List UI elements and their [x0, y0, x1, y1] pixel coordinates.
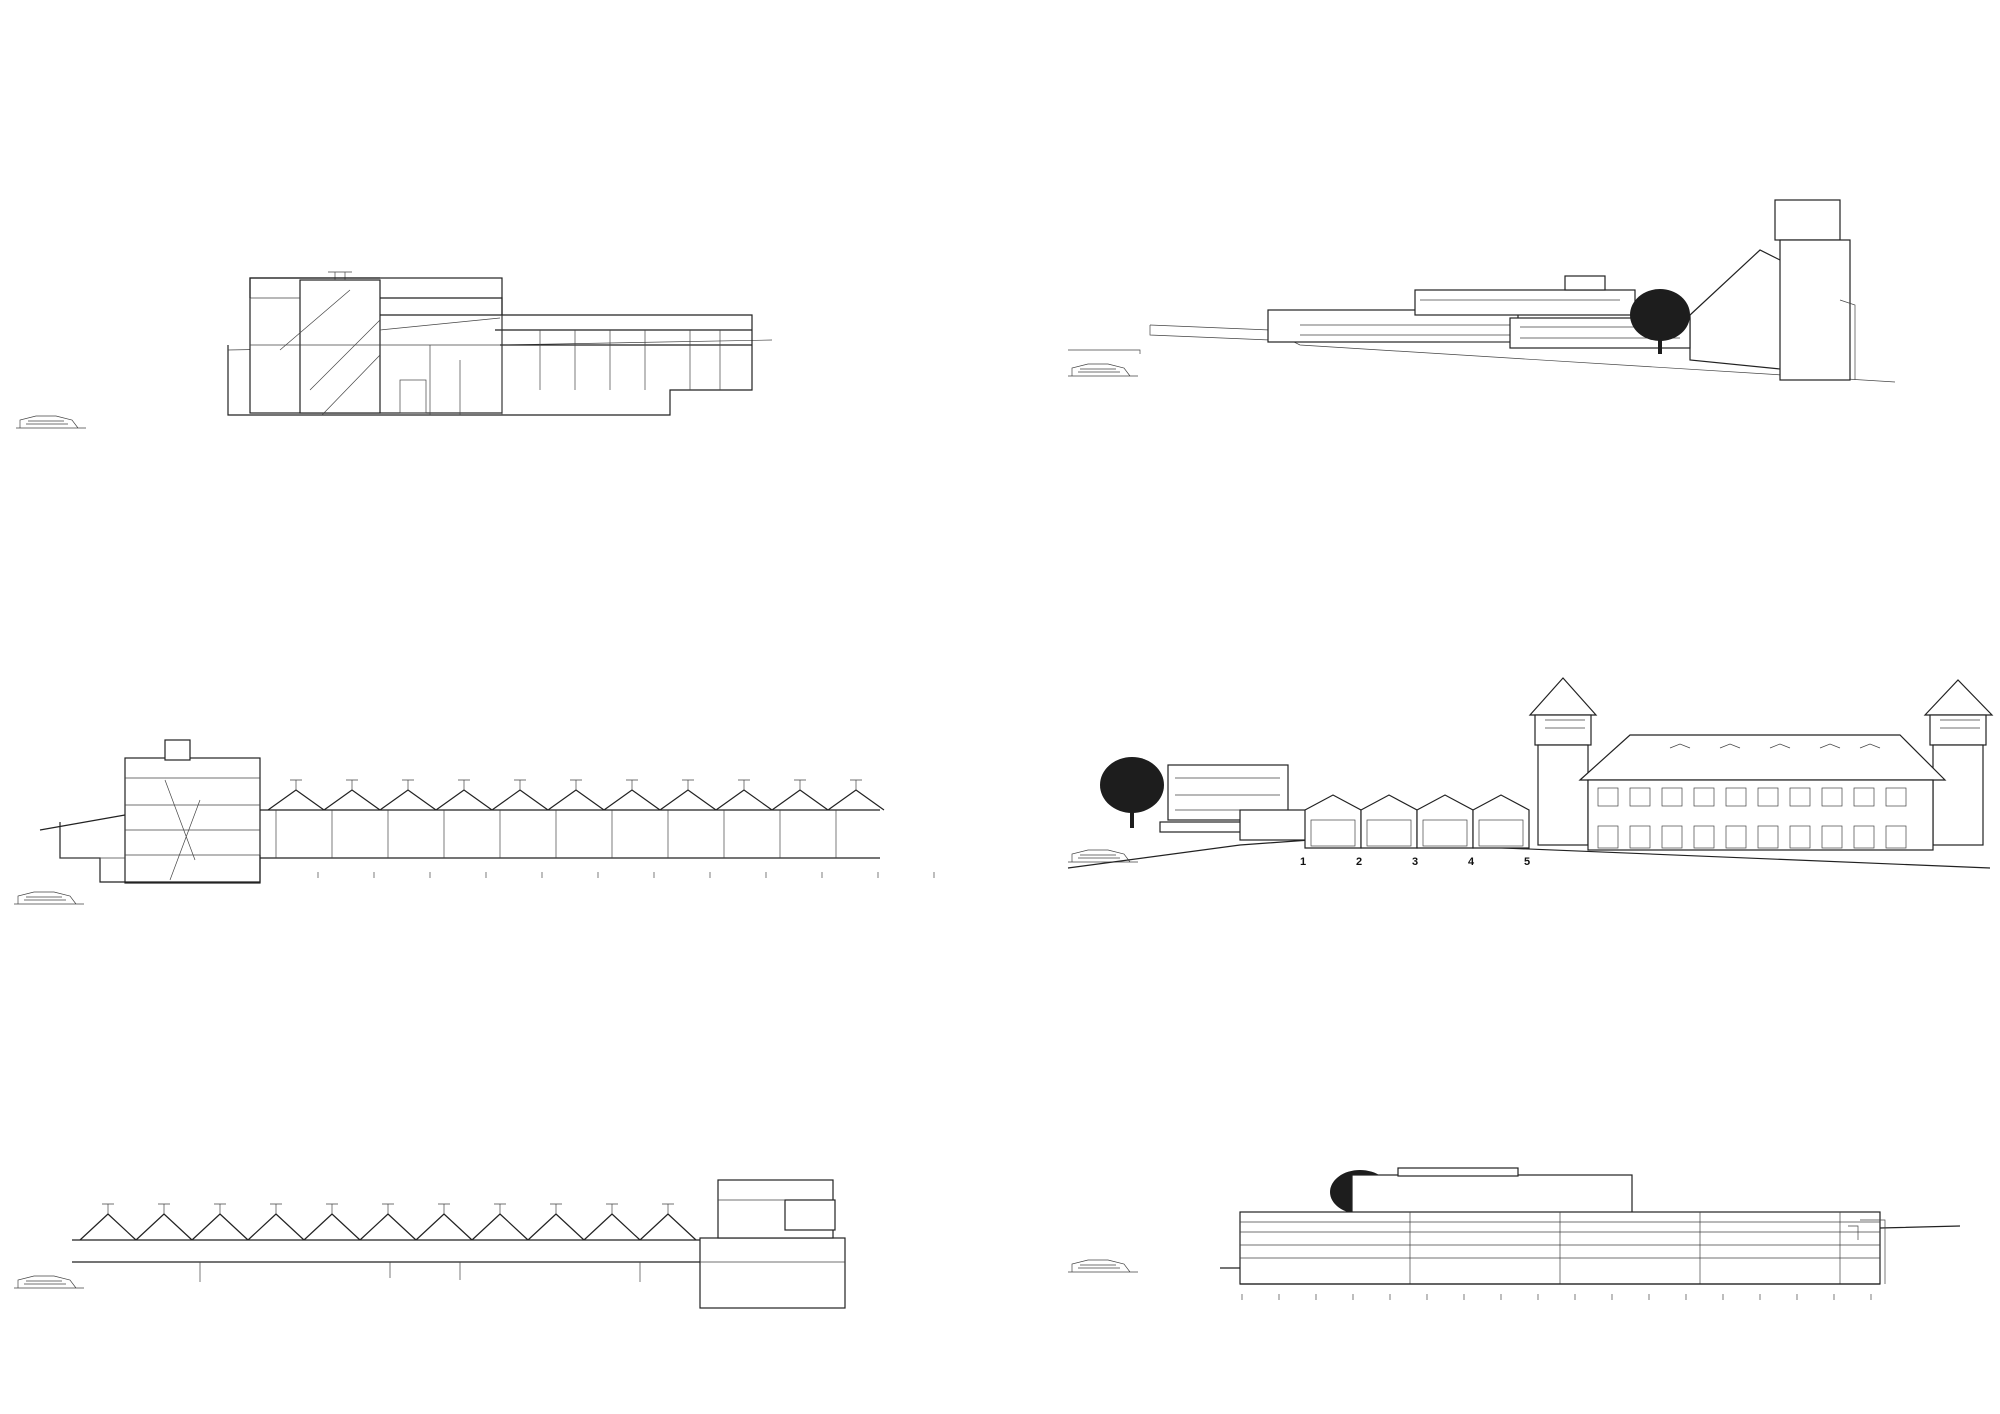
- shed-roof: [191, 1213, 249, 1241]
- bay-number: 3: [1412, 856, 1418, 868]
- tree-icon: [1100, 757, 1164, 828]
- key-plan-icon: [1068, 1259, 1138, 1273]
- roof-vent: [494, 1203, 506, 1214]
- shed-roof: [491, 789, 549, 811]
- hall-window-upper: [1629, 787, 1651, 807]
- shed-roof: [323, 789, 381, 811]
- roof-vent: [514, 779, 526, 790]
- roof-vent: [438, 1203, 450, 1214]
- shed-bay-door: [1310, 819, 1356, 847]
- shed-roof: [379, 789, 437, 811]
- hall-window-lower: [1885, 825, 1907, 849]
- shed-roof: [603, 789, 661, 811]
- shed-roof: [659, 789, 717, 811]
- tree-icon: [1630, 289, 1690, 354]
- roof-vent: [346, 779, 358, 790]
- roof-vent: [850, 779, 862, 790]
- section-c-drawing: [72, 1179, 846, 1309]
- roof-vent: [550, 1203, 562, 1214]
- key-plan-icon: [14, 891, 84, 905]
- roof-vent: [458, 779, 470, 790]
- key-plan-icon: [1068, 349, 1141, 377]
- hall-window-lower: [1629, 825, 1651, 849]
- shed-roof: [639, 1213, 697, 1241]
- roof-vent: [290, 779, 302, 790]
- roof-vent: [606, 1203, 618, 1214]
- section-a-drawing: [227, 271, 773, 416]
- shed-bays: [1304, 794, 1530, 849]
- roof-vent: [570, 779, 582, 790]
- bay-number: 4: [1468, 856, 1475, 868]
- shed-roof: [247, 1213, 305, 1241]
- hall-window-lower: [1853, 825, 1875, 849]
- shed-bay: [1416, 794, 1474, 849]
- shed-bay-door: [1366, 819, 1412, 847]
- shed-roof: [771, 789, 829, 811]
- hall-window-lower: [1693, 825, 1715, 849]
- hall-window-lower: [1597, 825, 1619, 849]
- section-b-drawing: [39, 739, 935, 884]
- roof-vent: [102, 1203, 114, 1214]
- key-plan-icon: [1068, 849, 1138, 863]
- roof-vent: [158, 1203, 170, 1214]
- hall-window-upper: [1853, 787, 1875, 807]
- roof-vent: [270, 1203, 282, 1214]
- hall-windows: [1597, 787, 1907, 849]
- bay-numbers: 1 2 3 4 5: [1300, 856, 1530, 868]
- hall-window-lower: [1789, 825, 1811, 849]
- elevation-a-drawing: [1149, 199, 1896, 383]
- roof-vent: [794, 779, 806, 790]
- shed-bay-door: [1422, 819, 1468, 847]
- roof-vent: [682, 779, 694, 790]
- shed-roof: [547, 789, 605, 811]
- hall-window-upper: [1661, 787, 1683, 807]
- hall-window-upper: [1885, 787, 1907, 807]
- hall-window-upper: [1597, 787, 1619, 807]
- hall-window-lower: [1757, 825, 1779, 849]
- hall-window-upper: [1757, 787, 1779, 807]
- shed-roof: [303, 1213, 361, 1241]
- hall-window-lower: [1725, 825, 1747, 849]
- elevation-b-drawing: [1067, 677, 1994, 869]
- bay-number: 5: [1524, 856, 1530, 868]
- shed-roof: [415, 1213, 473, 1241]
- shed-bay: [1304, 794, 1362, 849]
- shed-bay-door: [1478, 819, 1524, 847]
- axis-ticks: [1241, 1294, 1872, 1300]
- roof-vent: [326, 1203, 338, 1214]
- roof-vent: [382, 1203, 394, 1214]
- roof-vent: [214, 1203, 226, 1214]
- shed-roof: [583, 1213, 641, 1241]
- bay-number: 2: [1356, 856, 1362, 868]
- hall-window-upper: [1821, 787, 1843, 807]
- shed-roof: [471, 1213, 529, 1241]
- hall-window-upper: [1693, 787, 1715, 807]
- roof-vent: [662, 1203, 674, 1214]
- shed-roof: [435, 789, 493, 811]
- shed-bay: [1472, 794, 1530, 849]
- shed-roof: [135, 1213, 193, 1241]
- key-plan-icon: [16, 415, 86, 429]
- shed-roof: [267, 789, 325, 811]
- hall-window-lower: [1661, 825, 1683, 849]
- shed-roof: [527, 1213, 585, 1241]
- shed-roof: [715, 789, 773, 811]
- shed-roof: [79, 1213, 137, 1241]
- shed-roof: [359, 1213, 417, 1241]
- hall-window-lower: [1821, 825, 1843, 849]
- roof-vent: [402, 779, 414, 790]
- shed-roofs: [79, 1203, 697, 1241]
- roof-vent: [626, 779, 638, 790]
- shed-roof: [827, 789, 885, 811]
- roof-vent: [738, 779, 750, 790]
- bay-number: 1: [1300, 856, 1306, 868]
- hall-window-upper: [1725, 787, 1747, 807]
- key-plan-icon: [14, 1275, 84, 1289]
- hall-window-upper: [1789, 787, 1811, 807]
- section-d-drawing: [1220, 1167, 1961, 1285]
- shed-bay: [1360, 794, 1418, 849]
